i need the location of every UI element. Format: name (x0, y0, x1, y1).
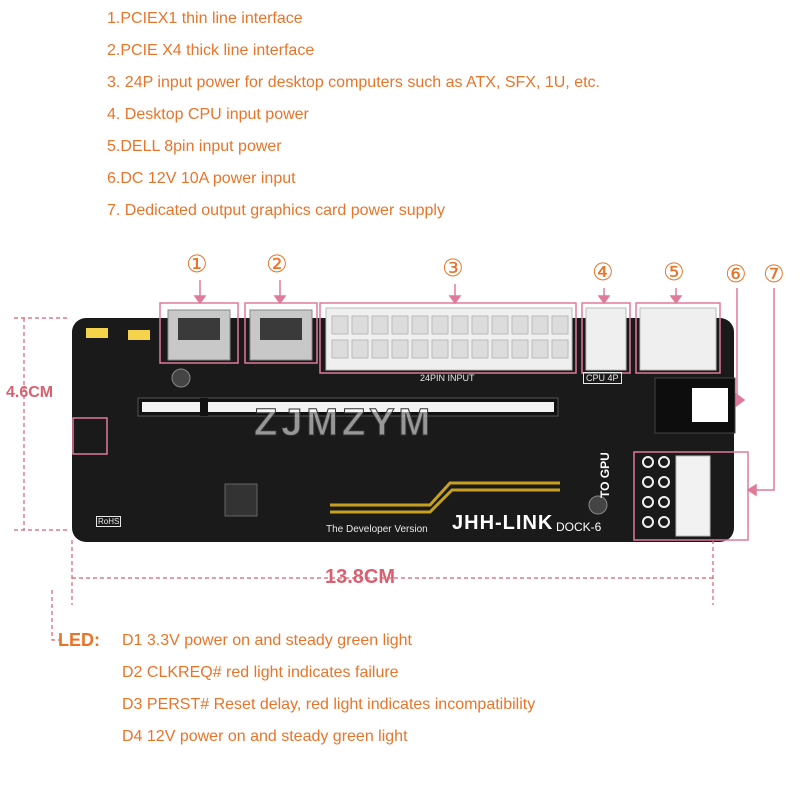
led-title: LED: (58, 630, 100, 650)
marker-6: ⑥ (725, 261, 747, 288)
feature-3: 3. 24P input power for desktop computers… (107, 74, 600, 91)
marker-1: ① (186, 251, 208, 278)
width-dimension: 13.8CM (325, 566, 396, 588)
marker-5: ⑤ (663, 259, 685, 286)
watermark: ZJMZYM (253, 402, 435, 445)
height-dimension: 4.6CM (6, 384, 54, 401)
board-rohs: RoHS (96, 516, 122, 527)
marker-4: ④ (592, 259, 614, 286)
box-1 (159, 302, 239, 364)
box-3 (319, 302, 577, 374)
board-edition: The Developer Version (326, 524, 428, 535)
box-7 (633, 451, 749, 541)
led-indicator-box (72, 417, 108, 455)
marker-7: ⑦ (763, 261, 785, 288)
led-line-3: D3 PERST# Reset delay, red light indicat… (122, 696, 536, 713)
led-line-2: D2 CLKREQ# red light indicates failure (122, 664, 399, 681)
feature-1: 1.PCIEX1 thin line interface (107, 10, 303, 27)
feature-4: 4. Desktop CPU input power (107, 106, 309, 123)
feature-6: 6.DC 12V 10A power input (107, 170, 296, 187)
pcie-slot-contacts (142, 402, 554, 412)
connector-to-gpu (675, 455, 711, 537)
box-5 (635, 302, 721, 374)
marker-3: ③ (442, 255, 464, 282)
board-brand: JHH-LINK (452, 512, 554, 534)
feature-5: 5.DELL 8pin input power (107, 138, 282, 155)
led-line-4: D4 12V power on and steady green light (122, 728, 408, 745)
connector-cpu4p (585, 307, 627, 371)
board-model: DOCK-6 (556, 520, 602, 534)
board-input-label: 24PIN INPUT (420, 373, 475, 383)
marker-2: ② (266, 251, 288, 278)
box-2 (244, 302, 318, 364)
box-4 (581, 302, 631, 374)
board-cpu-label: CPU 4P (583, 372, 622, 384)
connector-dell8pin (639, 307, 717, 371)
feature-2: 2.PCIE X4 thick line interface (107, 42, 315, 59)
feature-7: 7. Dedicated output graphics card power … (107, 202, 445, 219)
led-line-1: D1 3.3V power on and steady green light (122, 632, 412, 649)
board-gpu-label: TO GPU (598, 452, 612, 498)
